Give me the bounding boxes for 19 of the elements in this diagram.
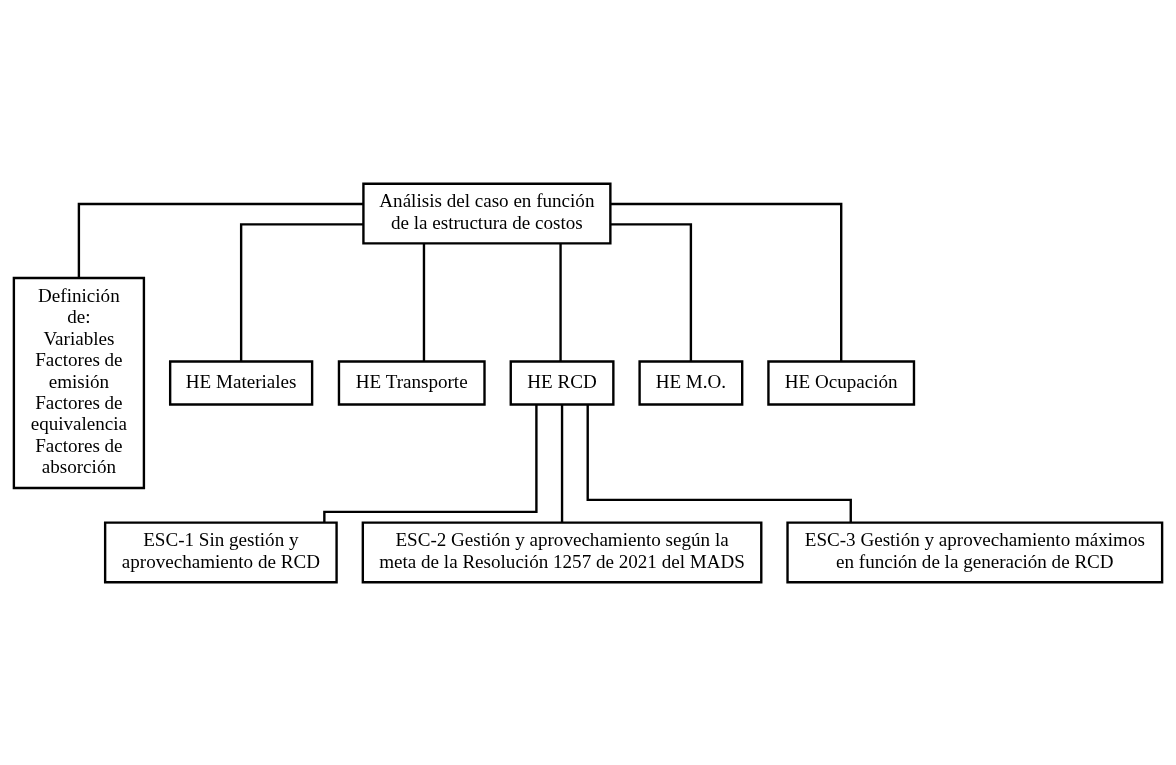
connector — [586, 404, 852, 522]
connector — [560, 404, 564, 522]
connector — [559, 243, 562, 361]
node-box: HE M.O. — [638, 359, 744, 406]
node-box: ESC-2 Gestión y aprovechamiento según la meta de la Resolución 1257 de 2021 del MADS — [361, 520, 763, 583]
connector — [323, 404, 538, 522]
node-box: Análisis del caso en función de la estructura de costos — [362, 182, 612, 245]
node-box: HE Materiales — [168, 359, 314, 406]
connector — [239, 222, 364, 361]
node-box: HE RCD — [509, 359, 615, 406]
node-box: HE Transporte — [337, 359, 486, 406]
connector — [422, 243, 426, 361]
node-box: ESC-1 Sin gestión y aprovechamiento de RCD — [103, 520, 338, 583]
node-box: Definición de: Variables Factores de emisión Factores de equivalencia Factores de absorción — [12, 276, 146, 489]
connector — [610, 202, 843, 361]
connector — [610, 222, 693, 361]
connector — [77, 202, 364, 278]
node-box: HE Ocupación — [767, 359, 916, 406]
node-box: ESC-3 Gestión y aprovechamiento máximos en función de la generación de RCD — [786, 520, 1164, 583]
